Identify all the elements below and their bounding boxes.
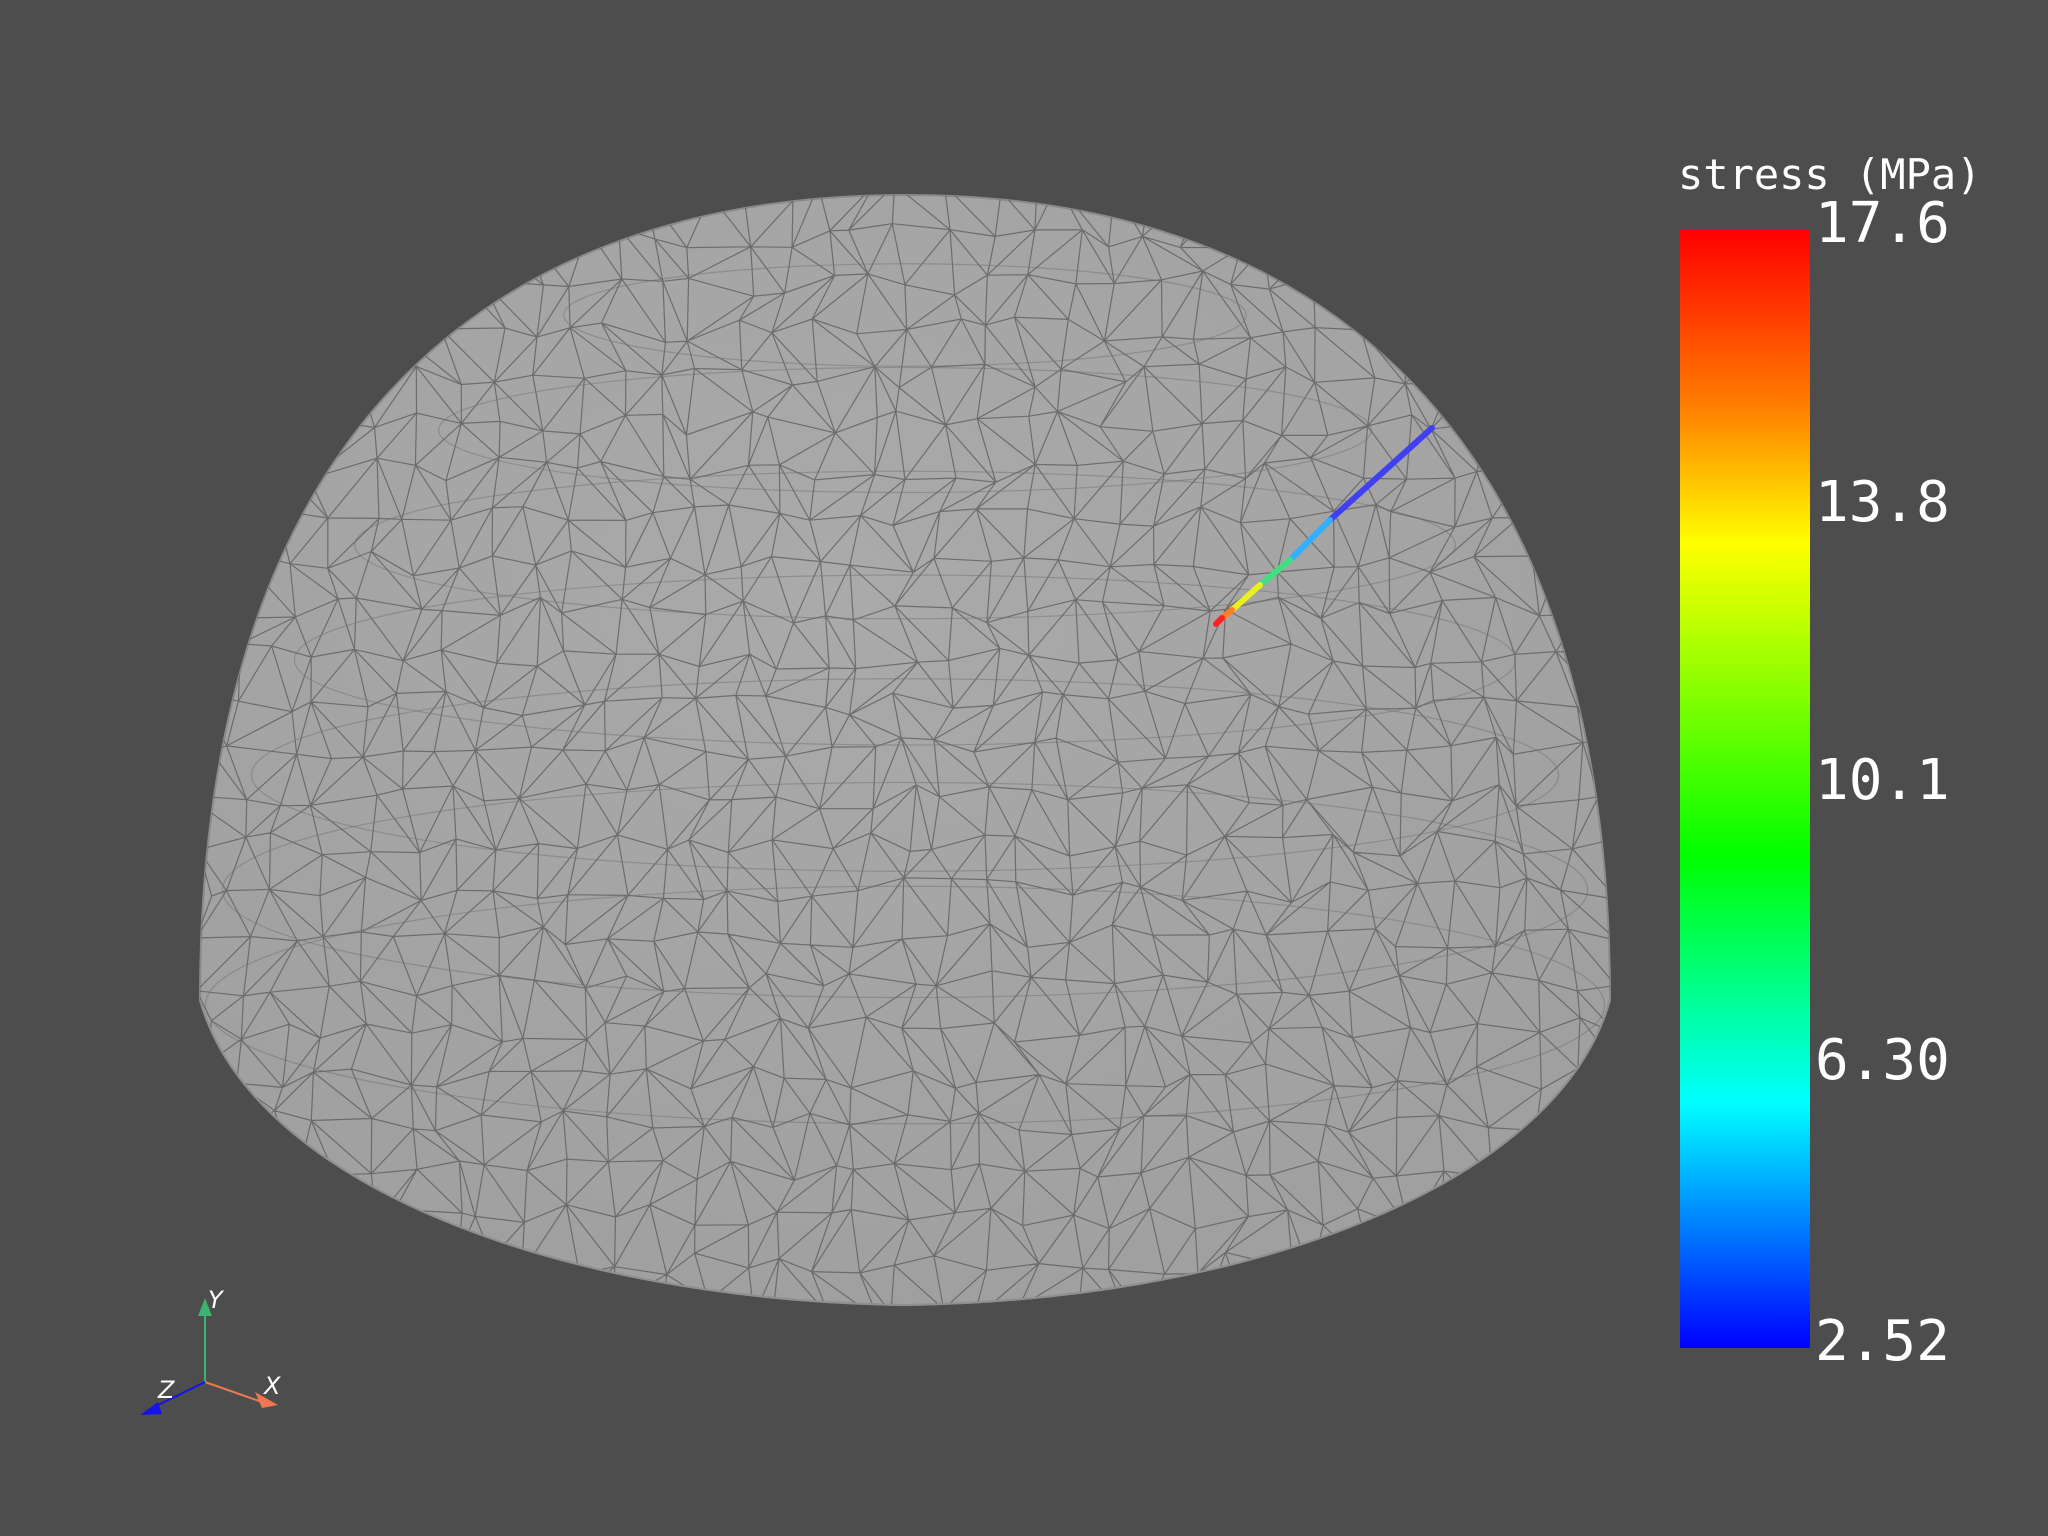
- scalar-bar-title: stress (MPa): [1678, 150, 1982, 199]
- streamline-segment-cyan: [1287, 517, 1333, 563]
- z-axis-line: [151, 1381, 206, 1409]
- mesh-triangles: [200, 195, 1610, 1305]
- x-axis-arrow-icon: [255, 1392, 278, 1408]
- y-axis-arrow-icon: [198, 1298, 212, 1316]
- scalar-bar-label-max: 17.6: [1815, 191, 1950, 256]
- hemisphere-base-rim: [199, 999, 1611, 1307]
- mesh-latitude-ring: [204, 885, 1606, 1125]
- mesh-latitude-ring: [438, 366, 1372, 494]
- mesh-latitude-ring: [221, 781, 1589, 999]
- mesh-edges: [200, 195, 1610, 1305]
- z-axis-label: Z: [157, 1376, 175, 1404]
- scalar-bar-label-2: 13.8: [1815, 470, 1950, 535]
- streamline-segment-green: [1257, 557, 1293, 588]
- orientation-axes: Y X Z: [140, 1286, 281, 1415]
- streamline-segment-yellow: [1229, 582, 1263, 613]
- mesh-latitude-ring: [563, 263, 1247, 367]
- y-axis-label: Y: [208, 1286, 225, 1314]
- mesh-latitude-ring: [293, 574, 1517, 746]
- scalar-bar-label-4: 6.30: [1815, 1028, 1950, 1093]
- x-axis-label: X: [262, 1372, 281, 1400]
- mesh-latitude-ring: [250, 678, 1560, 872]
- scalar-bar-colormap: [1680, 230, 1810, 1348]
- streamline-segment-red: [1213, 615, 1225, 627]
- hemisphere-mesh[interactable]: [185, 178, 1624, 1322]
- mesh-latitude-ring: [354, 470, 1456, 620]
- scalar-bar-label-min: 2.52: [1815, 1309, 1950, 1374]
- streamline-segment-blue: [1327, 425, 1435, 523]
- scalar-bar-label-3: 10.1: [1815, 748, 1950, 813]
- z-axis-arrow-icon: [140, 1402, 162, 1415]
- x-axis-line: [204, 1381, 263, 1403]
- stress-streamline: [1213, 425, 1435, 627]
